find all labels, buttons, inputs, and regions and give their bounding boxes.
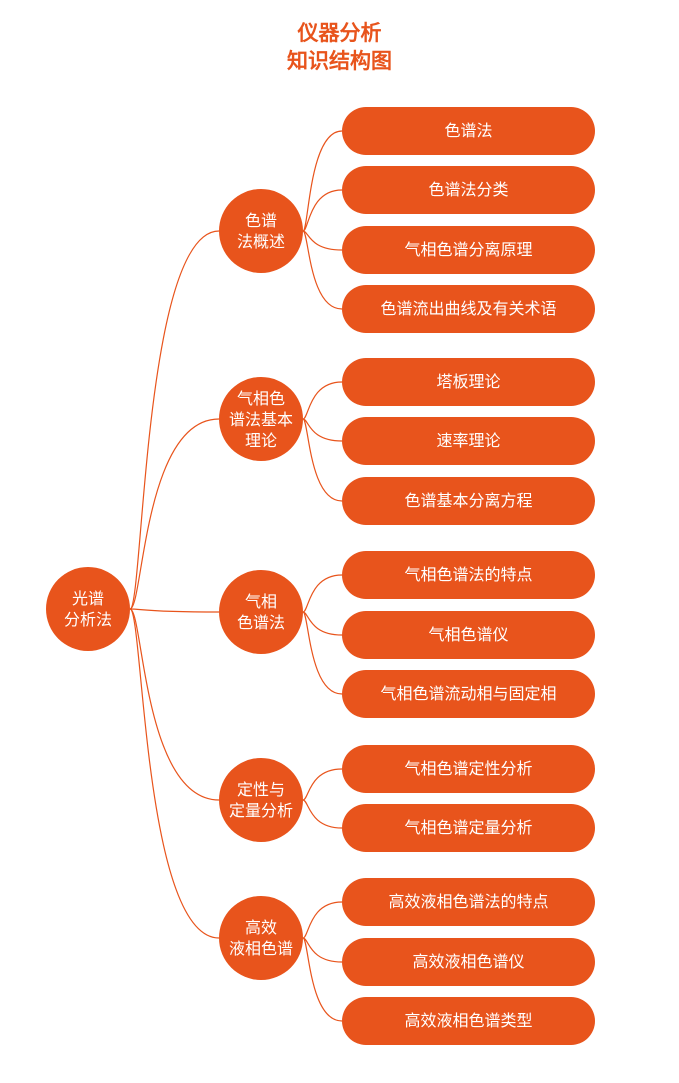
- leaf-node: 气相色谱法的特点: [342, 551, 595, 599]
- branch-leaf-connector: [302, 799, 343, 829]
- diagram-title-line-2: 知识结构图: [287, 49, 392, 73]
- leaf-node: 色谱基本分离方程: [342, 477, 595, 525]
- branch-node-qual-quant: 定性与 定量分析: [219, 758, 303, 842]
- leaf-node: 色谱法分类: [342, 166, 595, 214]
- branch-leaf-connector: [302, 418, 343, 442]
- leaf-node: 高效液相色谱类型: [342, 997, 595, 1045]
- leaf-node: 气相色谱定性分析: [342, 745, 595, 793]
- diagram-title-line-1: 仪器分析: [297, 21, 382, 45]
- branch-node-gc-theory: 气相色 谱法基本 理论: [219, 377, 303, 461]
- branch-node-gc: 气相 色谱法: [219, 570, 303, 654]
- branch-leaf-connector: [302, 611, 343, 636]
- branch-node-label: 色谱 法概述: [236, 211, 285, 251]
- root-branch-connector: [129, 608, 220, 801]
- root-branch-connector: [129, 608, 220, 613]
- branch-leaf-connector: [302, 189, 343, 232]
- leaf-node: 色谱法: [342, 107, 595, 155]
- root-branch-connector: [129, 608, 220, 939]
- root-branch-connector: [129, 230, 220, 610]
- branch-leaf-connector: [302, 611, 343, 695]
- branch-node-label: 高效 液相色谱: [228, 918, 293, 958]
- branch-node-overview: 色谱 法概述: [219, 189, 303, 273]
- leaf-node: 塔板理论: [342, 358, 595, 406]
- root-node-label: 光谱 分析法: [63, 589, 112, 629]
- branch-leaf-connector: [302, 901, 343, 939]
- branch-node-label: 定性与 定量分析: [228, 780, 293, 820]
- leaf-node: 气相色谱定量分析: [342, 804, 595, 852]
- leaf-node: 气相色谱仪: [342, 611, 595, 659]
- branch-node-hplc: 高效 液相色谱: [219, 896, 303, 980]
- branch-leaf-connector: [302, 937, 343, 1022]
- branch-leaf-connector: [302, 381, 343, 420]
- root-node: 光谱 分析法: [46, 567, 130, 651]
- leaf-node: 速率理论: [342, 417, 595, 465]
- branch-leaf-connector: [302, 130, 343, 232]
- leaf-node: 高效液相色谱法的特点: [342, 878, 595, 926]
- leaf-node: 高效液相色谱仪: [342, 938, 595, 986]
- branch-leaf-connector: [302, 937, 343, 963]
- branch-node-label: 气相色 谱法基本 理论: [228, 388, 293, 450]
- branch-leaf-connector: [302, 574, 343, 613]
- branch-leaf-connector: [302, 418, 343, 502]
- leaf-node: 气相色谱分离原理: [342, 226, 595, 274]
- branch-leaf-connector: [302, 230, 343, 310]
- root-branch-connector: [129, 418, 220, 610]
- leaf-node: 色谱流出曲线及有关术语: [342, 285, 595, 333]
- branch-leaf-connector: [302, 768, 343, 801]
- branch-leaf-connector: [302, 230, 343, 251]
- leaf-node: 气相色谱流动相与固定相: [342, 670, 595, 718]
- branch-node-label: 气相 色谱法: [236, 592, 285, 632]
